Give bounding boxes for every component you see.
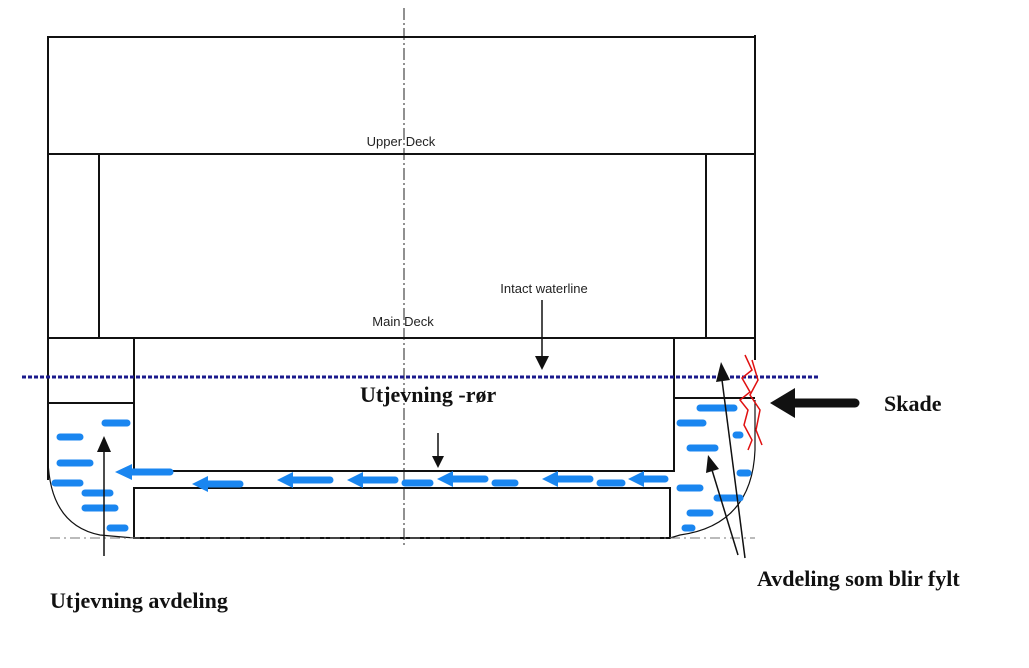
flow-arrow-head [192,476,208,492]
flooded-compartment-label: Avdeling som blir fylt [757,566,960,591]
damage-breach [738,354,763,451]
flow-arrow-head [628,471,644,487]
flooded-pointer-arrow-long [716,362,730,382]
equalization-pointer-arrow [97,436,111,452]
flow-arrow-head [277,472,293,488]
equalization-compartment-label: Utjevning avdeling [50,588,228,613]
cross-flooding-pipe-label: Utjevning -rør [360,382,496,407]
bilge-left [47,459,135,539]
flow-arrow-head [115,464,132,480]
bilge-right [669,400,756,539]
flow-arrow-head [542,471,558,487]
waterline-pointer-arrow [535,356,549,370]
center-tank [133,337,675,472]
damage-label: Skade [884,391,942,416]
flooded-pointer-arrow-short [706,455,719,473]
cross-flood-flow [115,464,669,492]
damage-pointer-arrow [770,388,795,418]
pipe-pointer-arrow [432,456,444,468]
flow-arrow-head [347,472,363,488]
flow-arrow-head [437,471,453,487]
water-left-compartment [51,419,131,532]
double-bottom [133,487,671,539]
upper-deck-label: Upper Deck [367,134,436,149]
main-deck-label: Main Deck [372,314,434,329]
annotation-arrows [97,300,860,559]
intact-waterline-label: Intact waterline [500,281,587,296]
